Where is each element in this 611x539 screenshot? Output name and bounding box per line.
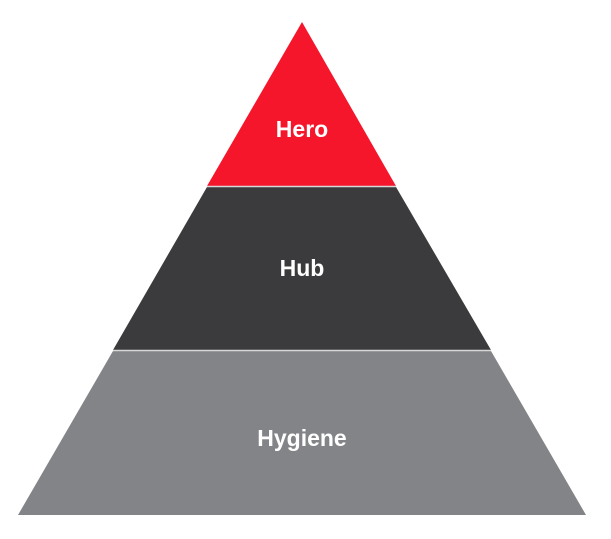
tier-hero — [207, 22, 396, 186]
tier-hub-label: Hub — [280, 255, 325, 281]
tier-hub — [113, 187, 491, 350]
tier-hygiene — [18, 351, 586, 515]
tier-hygiene-label: Hygiene — [257, 425, 346, 451]
tier-hero-label: Hero — [276, 116, 328, 142]
